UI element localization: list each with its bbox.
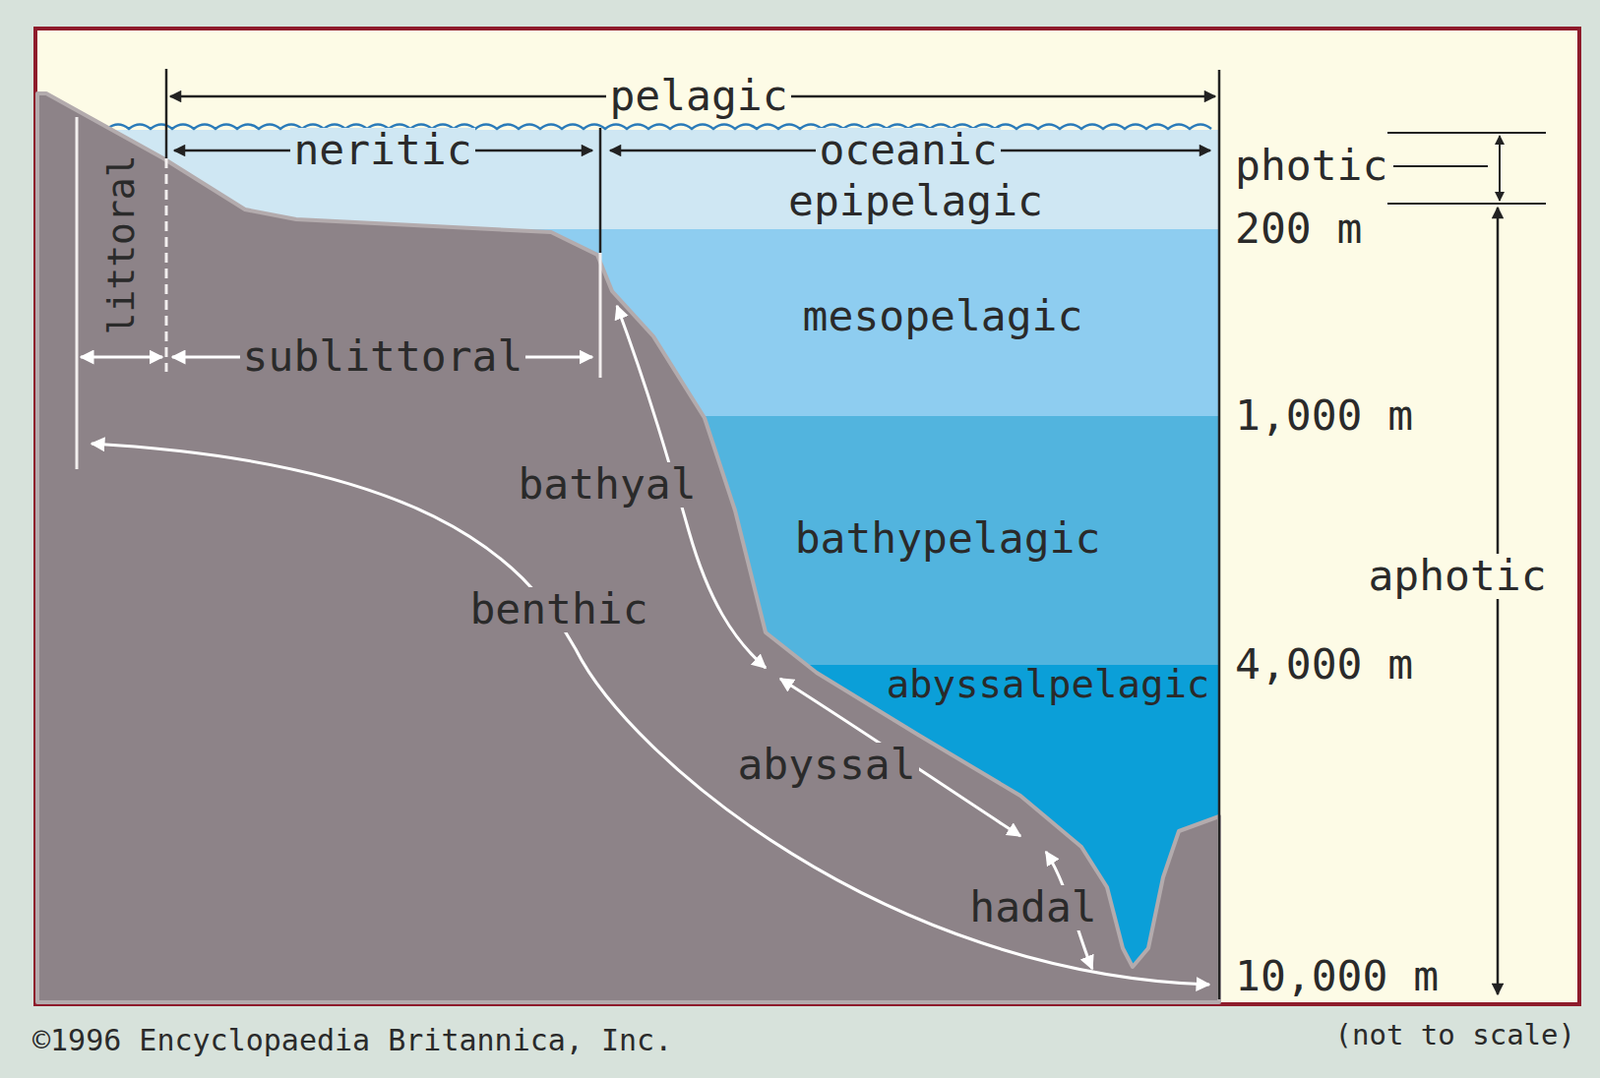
- water-surface: [107, 124, 1212, 130]
- photic-leader: [1393, 165, 1488, 168]
- photic-tick: [1387, 131, 1546, 134]
- boundary-line: [599, 127, 603, 253]
- water-band-zone: mesopelagic: [688, 257, 1197, 376]
- copyright-note: ©1996 Encyclopaedia Britannica, Inc.: [29, 1025, 676, 1057]
- zone-name: mesopelagic: [802, 294, 1084, 339]
- zone-label: benthic: [466, 587, 651, 632]
- depth-label: 10,000 m: [1231, 954, 1442, 999]
- zone-label: pelagic: [606, 73, 791, 119]
- water-band-zone: bathypelagic: [767, 452, 1128, 626]
- benthic-arrow: [91, 443, 1210, 985]
- frame: [35, 28, 1580, 1005]
- aphotic-arrow: [1496, 207, 1500, 995]
- column-edge: [1218, 69, 1222, 1000]
- boundary-line: [165, 68, 169, 159]
- water-band-zone: epipelagic: [612, 175, 1220, 229]
- water-band-zone: abyssalpelagic: [877, 665, 1219, 705]
- light-zone-label: photic: [1231, 143, 1391, 188]
- zone-label: hadal: [966, 885, 1100, 930]
- littoral-arrow: [80, 356, 163, 360]
- zone-name: bathypelagic: [795, 516, 1102, 561]
- boundary-dashed: [165, 158, 169, 372]
- depth-label: 200 m: [1231, 206, 1365, 251]
- photic-tick: [1387, 202, 1546, 205]
- depth-label: 1,000 m: [1231, 393, 1416, 438]
- zone-label: sublittoral: [240, 334, 527, 379]
- zone-label: neritic: [290, 127, 475, 173]
- zone-label: oceanic: [815, 127, 1000, 173]
- boundary-line: [599, 252, 603, 378]
- zone-label: bathyal: [514, 462, 699, 507]
- photic-arrow: [1498, 135, 1501, 201]
- zone-name: epipelagic: [788, 179, 1044, 224]
- depth-label: 4,000 m: [1231, 642, 1416, 687]
- seafloor: [37, 93, 1220, 1003]
- zone-name: abyssalpelagic: [886, 665, 1211, 706]
- zone-label: littoral: [102, 151, 142, 338]
- scale-note: (not to scale): [1332, 1020, 1579, 1050]
- light-zone-label: aphotic: [1364, 553, 1549, 599]
- boundary-line: [75, 117, 79, 470]
- zone-label: abyssal: [734, 742, 919, 788]
